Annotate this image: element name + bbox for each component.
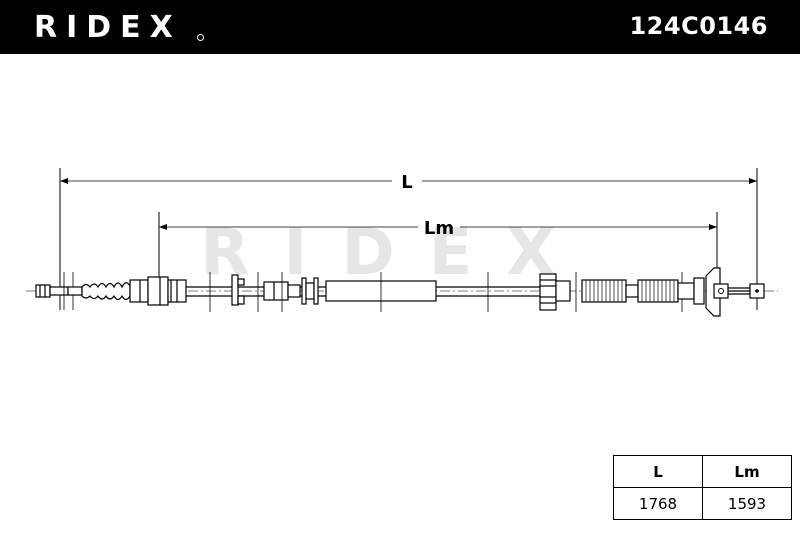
table-value-L: 1768 [613, 487, 703, 520]
table-value-Lm: 1593 [702, 487, 792, 520]
dimension-Lm-label: Lm [424, 218, 454, 239]
cable-technical-drawing: RIDEX L Lm [26, 168, 778, 317]
registered-mark-icon [197, 34, 204, 41]
table-header-L: L [613, 455, 703, 488]
dimension-table: L Lm 1768 1593 [613, 455, 792, 520]
dimension-L-label: L [401, 172, 412, 193]
header-bar: RIDEX 124C0146 [0, 0, 800, 54]
brand-logo: RIDEX [34, 10, 182, 45]
table-header-Lm: Lm [702, 455, 792, 488]
watermark-text: RIDEX [200, 216, 589, 290]
part-number: 124C0146 [629, 12, 768, 40]
